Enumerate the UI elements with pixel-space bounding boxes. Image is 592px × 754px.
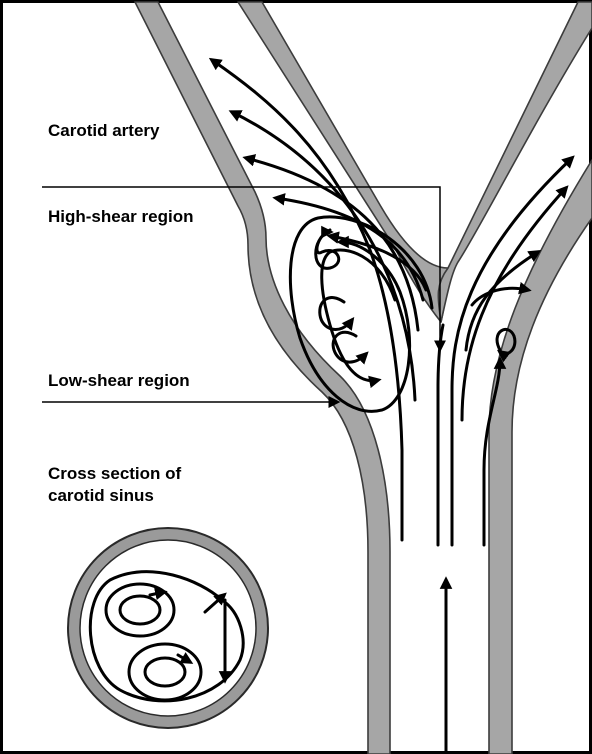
flow-line-center [438,325,443,545]
cross-section-lumen [80,540,256,716]
cross-section [68,528,268,728]
label-cross-section-line2: carotid sinus [48,485,154,507]
outer-wall-right [489,160,592,754]
label-cross-section-line1: Cross section of [48,463,181,485]
label-carotid-artery: Carotid artery [48,120,159,142]
label-high-shear-region: High-shear region [48,206,193,228]
label-low-shear-region: Low-shear region [48,370,190,392]
